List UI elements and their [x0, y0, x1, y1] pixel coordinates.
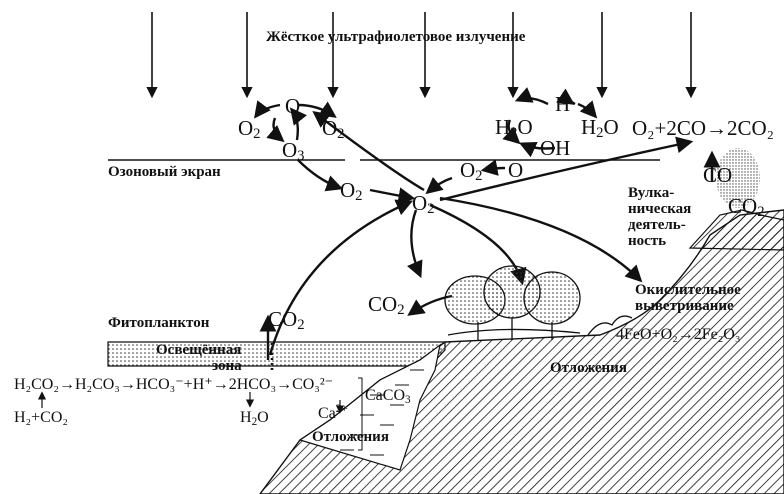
h-atom: H — [555, 92, 571, 116]
carbonate-bracket — [358, 377, 363, 451]
trees — [444, 265, 581, 340]
o2-upper-left: O2 — [238, 116, 261, 142]
o2-below-layer: O2 — [340, 178, 363, 204]
uv-rays — [146, 12, 697, 99]
volcano-smoke — [716, 148, 760, 208]
co2-trees: CO2 — [368, 292, 405, 318]
weathering-surface — [587, 315, 633, 336]
volcanic-label-4: ность — [628, 233, 667, 249]
phytoplankton-label: Фитопланктон — [108, 315, 210, 331]
h2o-product: H2O — [240, 409, 269, 428]
co-oxidation-equation: O₂+2CO→2CO₂ — [632, 116, 774, 140]
ozone-layer-label: Озоновый экран — [108, 164, 221, 180]
oxidative-label-2: выветривание — [635, 298, 734, 314]
o3-ozone: O3 — [282, 138, 305, 164]
co2-phytoplankton: CO2 — [268, 307, 305, 333]
volcanic-label-2: ническая — [628, 201, 692, 217]
h2o-left: H2O — [495, 115, 533, 141]
oh-radical: OH — [540, 136, 571, 160]
sediments-land-label: Отложения — [550, 360, 627, 376]
iron-oxidation-equation: 4FeO+O₂→2Fe₂O₃ — [616, 326, 741, 343]
h2-co2-label: H₂+CO₂ — [14, 409, 68, 426]
cycle-arrows — [253, 87, 721, 360]
carbonate-equation: H₂CO₂→H₂CO₃→HCO₃⁻+H⁺→2HCO₃→CO₃²⁻ — [14, 376, 334, 393]
caco3-label: CaCO3 — [365, 387, 411, 406]
small-arrows — [37, 391, 345, 414]
co-volcanic: CO — [703, 163, 733, 187]
lit-zone-label-1: Освещённая — [156, 342, 242, 358]
o-atom-top: O — [285, 94, 301, 118]
co2-volcanic: CO2 — [728, 194, 765, 220]
sediments-sea-label: Отложения — [312, 429, 389, 445]
o2-upper-mid: O2 — [322, 116, 345, 142]
uv-label: Жёсткое ультрафиолетовое излучение — [266, 29, 526, 45]
volcanic-label-1: Вулка- — [628, 185, 675, 201]
o-atom-right: O — [508, 158, 524, 182]
oxidative-label-1: Окислительное — [635, 282, 741, 298]
volcano — [688, 209, 784, 251]
o2-right-layer: O2 — [460, 158, 483, 184]
h2o-right: H2O — [581, 115, 619, 141]
sea-sediments — [298, 343, 441, 471]
o2-central: O2 — [412, 191, 435, 217]
lit-zone-label-2: зона — [212, 358, 242, 374]
ca-ion-label: Ca2+ — [318, 403, 348, 422]
volcanic-label-3: деятель- — [628, 217, 686, 233]
